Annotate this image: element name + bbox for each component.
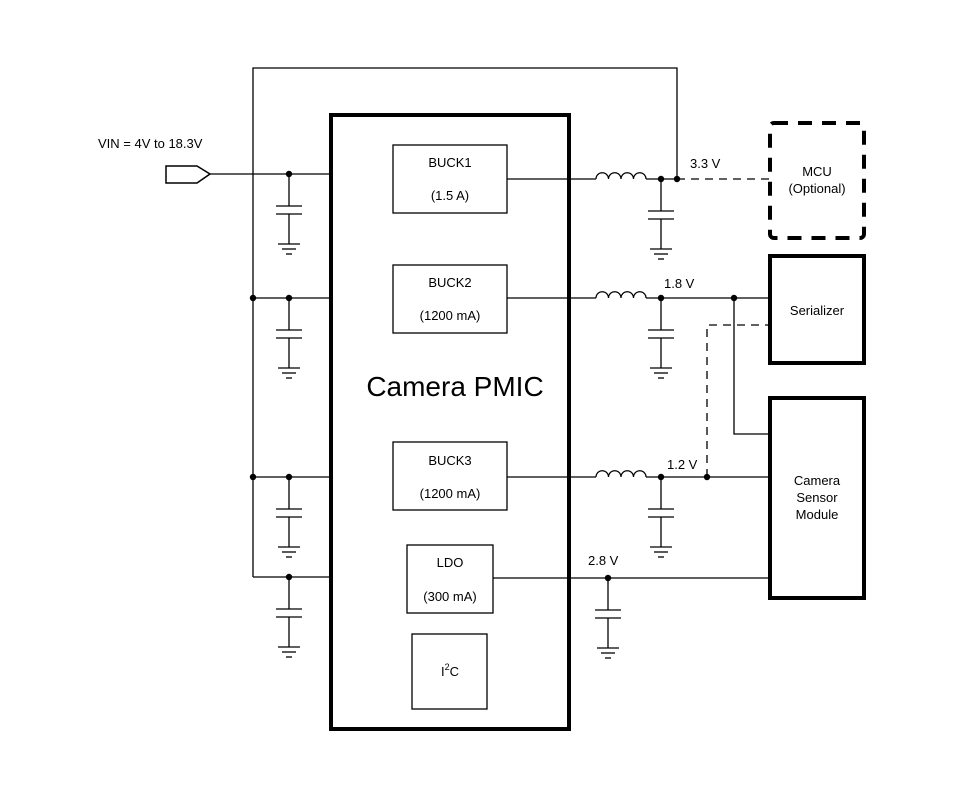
buck2-block bbox=[392, 264, 508, 334]
serializer-1v2-optional-wire bbox=[706, 324, 770, 477]
mcu-label: MCU bbox=[802, 164, 832, 179]
buck2-rating: (1200 mA) bbox=[420, 308, 481, 323]
i2c-label: I2C bbox=[441, 662, 459, 679]
ldo-output-capacitor bbox=[594, 577, 622, 659]
inductor-3 bbox=[595, 470, 647, 478]
rail-1v2-label: 1.2 V bbox=[667, 457, 698, 472]
i2c-main: I bbox=[441, 664, 445, 679]
mcu-block bbox=[768, 121, 866, 240]
inductor-2 bbox=[595, 291, 647, 299]
pmic-outline bbox=[329, 113, 571, 731]
buck2-name: BUCK2 bbox=[428, 275, 471, 290]
input-capacitor-2 bbox=[275, 297, 303, 379]
buck3-block bbox=[392, 441, 508, 511]
ldo-block bbox=[406, 544, 494, 614]
output-capacitor-3 bbox=[647, 476, 675, 558]
rail-3v3-label: 3.3 V bbox=[690, 156, 721, 171]
buck3-rating: (1200 mA) bbox=[420, 486, 481, 501]
camera-1v8-wire bbox=[733, 298, 770, 435]
input-bus bbox=[252, 67, 678, 577]
camera-label-line1: Camera bbox=[794, 473, 841, 488]
buck1-rating: (1.5 A) bbox=[431, 188, 469, 203]
buck3-name: BUCK3 bbox=[428, 453, 471, 468]
buck1-name: BUCK1 bbox=[428, 155, 471, 170]
rail-2v8-label: 2.8 V bbox=[588, 553, 619, 568]
input-capacitor-4 bbox=[275, 576, 303, 658]
inductor-1 bbox=[595, 172, 647, 180]
input-capacitor-3 bbox=[275, 476, 303, 558]
camera-label-line2: Sensor bbox=[796, 490, 838, 505]
i2c-block bbox=[411, 633, 488, 710]
camera-sensor-module-block bbox=[768, 396, 866, 600]
pmic-title: Camera PMIC bbox=[366, 371, 543, 402]
i2c-superscript: 2 bbox=[445, 662, 450, 672]
rail-1v8-label: 1.8 V bbox=[664, 276, 695, 291]
serializer-block bbox=[768, 254, 866, 365]
ldo-rating: (300 mA) bbox=[423, 589, 476, 604]
serializer-label: Serializer bbox=[790, 303, 845, 318]
output-capacitor-1 bbox=[647, 178, 675, 260]
ldo-name: LDO bbox=[437, 555, 464, 570]
vin-connector bbox=[165, 165, 212, 184]
output-capacitor-2 bbox=[647, 297, 675, 379]
input-capacitor-1 bbox=[275, 173, 303, 255]
mcu-optional-label: (Optional) bbox=[788, 181, 845, 196]
vin-label: VIN = 4V to 18.3V bbox=[98, 136, 203, 151]
camera-label-line3: Module bbox=[796, 507, 839, 522]
i2c-suffix: C bbox=[450, 664, 459, 679]
